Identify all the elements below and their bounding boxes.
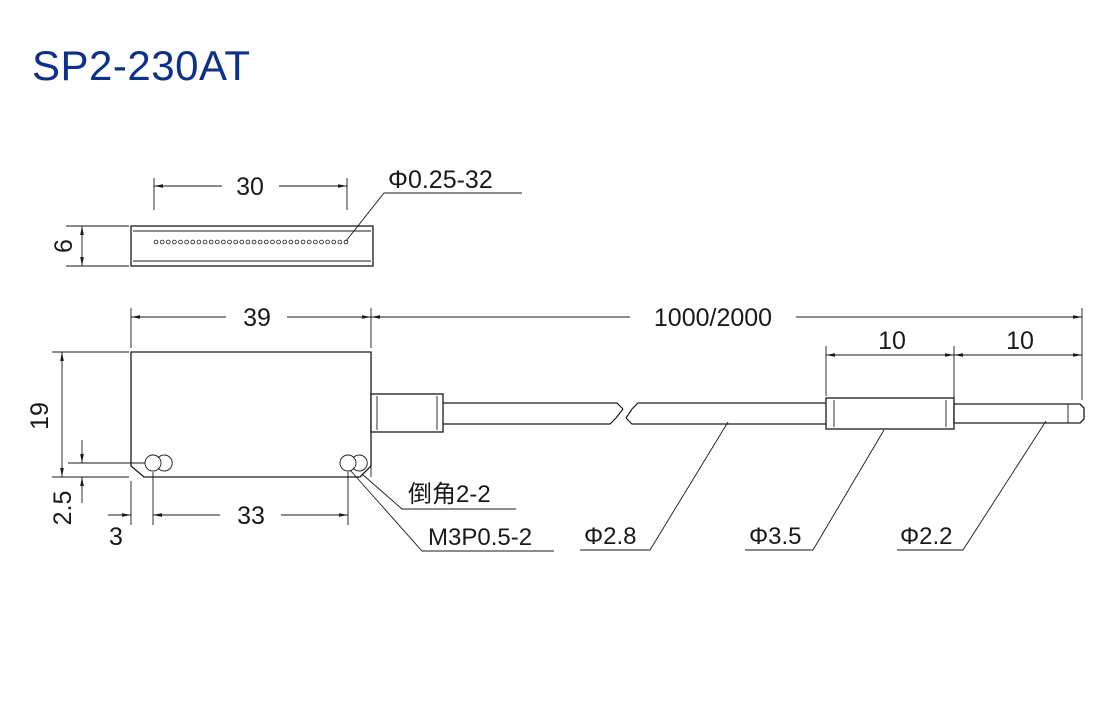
label-chamfer: 倒角2-2 [408,481,491,508]
fiber-hole [214,239,220,245]
fiber-hole [208,239,214,245]
fiber-hole [178,239,183,245]
fiber-hole [153,239,159,245]
fiber-hole [165,239,171,245]
fiber-hole [276,239,281,245]
fiber-hole [282,239,288,245]
fiber-hole [159,239,165,245]
label-sleeve-dia: Φ3.5 [749,523,802,550]
fiber-hole [202,239,208,245]
fiber-hole [294,239,300,245]
leader-line [580,421,729,551]
dim-body-width: 39 [243,304,271,332]
fiber-hole [270,239,275,245]
fiber-hole [337,239,343,245]
front-view: 39 1000/2000 10 10 19 2.5 3 33 [26,304,1085,552]
label-screw-holes: M3P0.5-2 [428,524,532,551]
fiber-tip [953,403,1085,424]
fiber-hole [300,239,306,245]
leader-line [345,192,522,242]
fiber-hole-row [153,239,349,245]
leader-line [349,469,554,552]
sensor-body [130,351,372,478]
cable [443,402,624,425]
fiber-hole [239,239,245,245]
leader-line [361,473,516,510]
fiber-hole [319,239,324,245]
sleeve [825,397,955,430]
fiber-hole [233,239,238,245]
fiber-hole [331,239,337,245]
fiber-hole [221,239,226,245]
leader-line [897,420,1047,551]
fiber-hole [313,239,318,245]
dim-hole-offset-x: 3 [109,523,123,551]
dim-tip-length: 10 [1006,327,1034,355]
label-cable-dia: Φ2.8 [584,523,637,550]
fiber-hole [196,239,202,245]
fiber-hole [325,239,330,245]
dim-cable-length: 1000/2000 [654,304,772,332]
fiber-hole [251,239,257,245]
dim-hole-pitch: 33 [237,502,265,530]
dim-body-height: 19 [26,402,54,430]
fiber-hole [227,239,232,245]
fiber-hole [172,239,177,245]
fiber-hole [264,239,269,245]
fiber-hole [257,239,263,245]
dim-top-height: 6 [50,239,78,253]
dim-top-width: 30 [236,173,264,201]
fiber-hole [245,239,251,245]
dim-sleeve-length: 10 [878,327,906,355]
fiber-hole [343,239,349,245]
screw-hole-right [339,454,368,472]
label-tip-dia: Φ2.2 [900,523,953,550]
fiber-hole [306,239,312,245]
top-view: 30 Φ0.25-32 6 [50,166,522,267]
page-title: SP2-230AT [32,42,251,89]
cable-gland [370,393,444,433]
leader-line [745,429,885,551]
fiber-hole [190,239,196,245]
fiber-hole [184,239,189,245]
dim-hole-offset-y: 2.5 [49,491,77,526]
top-view-body [130,225,374,267]
fiber-hole [288,239,294,245]
label-fiber-array: Φ0.25-32 [388,166,493,194]
